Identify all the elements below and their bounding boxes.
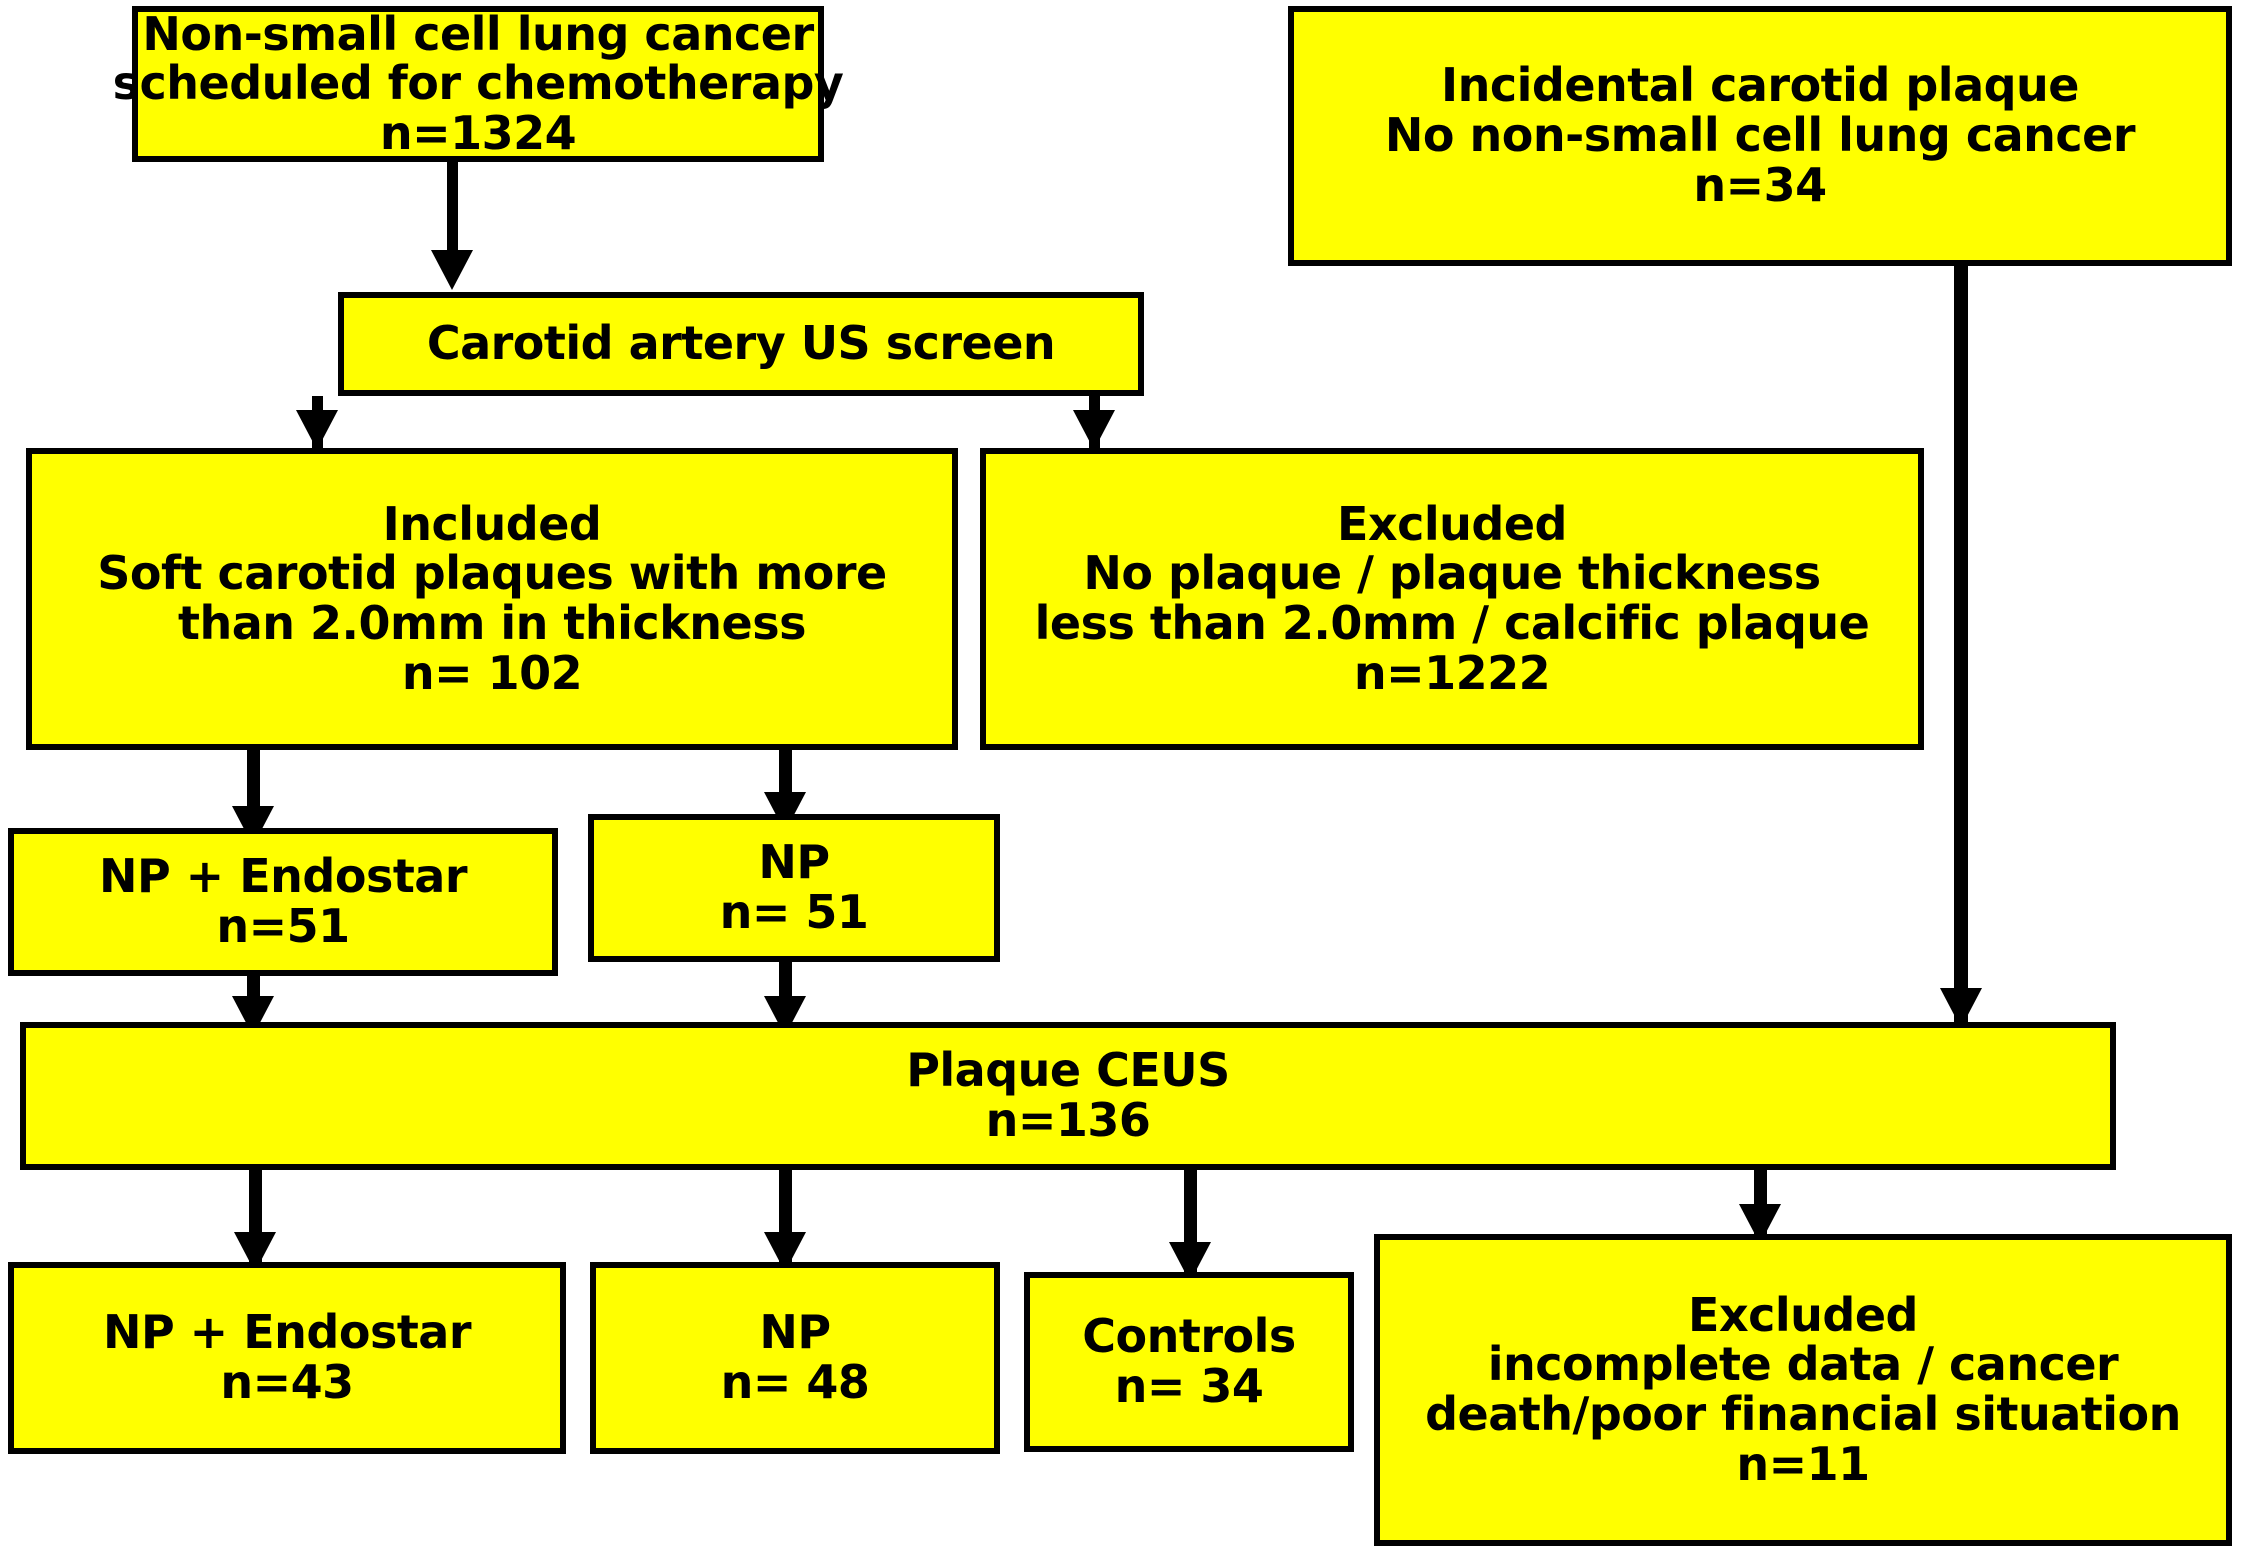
connector-incidental-to-ceus xyxy=(1954,266,1968,1028)
node-plaque-ceus: Plaque CEUS n=136 xyxy=(20,1022,2116,1170)
node-line: Soft carotid plaques with more xyxy=(97,546,887,601)
node-line: than 2.0mm in thickness xyxy=(177,596,807,650)
node-line: incomplete data / cancer xyxy=(1487,1337,2119,1392)
node-count: n= 34 xyxy=(1114,1359,1264,1413)
node-count: n=43 xyxy=(220,1355,354,1409)
node-np-endostar-51: NP + Endostar n=51 xyxy=(8,828,558,976)
node-count: n= 48 xyxy=(720,1355,870,1409)
node-count: n=1324 xyxy=(379,105,577,160)
node-line: NP xyxy=(759,1305,831,1360)
connector-nsclc-to-usscreen xyxy=(447,162,458,254)
node-line: Excluded xyxy=(1688,1287,1918,1342)
node-controls: Controls n= 34 xyxy=(1024,1272,1354,1452)
node-count: n= 102 xyxy=(401,645,583,700)
node-line: scheduled for chemotherapy xyxy=(112,56,844,111)
arrowhead-usscreen-to-included xyxy=(296,410,338,450)
node-count: n= 51 xyxy=(719,885,869,939)
node-line: Incidental carotid plaque xyxy=(1441,58,2080,113)
node-excluded-followup: Excluded incomplete data / cancer death/… xyxy=(1374,1234,2232,1546)
node-line: less than 2.0mm / calcific plaque xyxy=(1034,596,1870,650)
node-np-48: NP n= 48 xyxy=(590,1262,1000,1454)
node-line: Carotid artery US screen xyxy=(426,316,1056,371)
node-line: NP xyxy=(758,835,830,890)
node-line: No plaque / plaque thickness xyxy=(1083,546,1821,601)
node-excluded-screening: Excluded No plaque / plaque thickness le… xyxy=(980,448,1924,750)
node-count: n=136 xyxy=(985,1093,1151,1147)
node-line: Controls xyxy=(1082,1309,1296,1364)
node-np-endostar-43: NP + Endostar n=43 xyxy=(8,1262,566,1454)
node-line: Excluded xyxy=(1337,496,1567,551)
node-np-51: NP n= 51 xyxy=(588,814,1000,962)
node-count: n=1222 xyxy=(1353,645,1551,700)
node-carotid-artery-us-screen: Carotid artery US screen xyxy=(338,292,1144,396)
node-line: NP + Endostar xyxy=(102,1305,472,1360)
node-count: n=51 xyxy=(216,899,350,953)
node-line: death/poor financial situation xyxy=(1425,1387,2181,1441)
node-line: Non-small cell lung cancer xyxy=(142,6,814,61)
node-incidental-carotid-plaque: Incidental carotid plaque No non-small c… xyxy=(1288,6,2232,266)
node-count: n=11 xyxy=(1736,1436,1870,1491)
arrowhead-usscreen-to-excluded xyxy=(1073,410,1115,450)
node-line: NP + Endostar xyxy=(98,849,468,904)
arrowhead-incidental-to-ceus xyxy=(1940,988,1982,1028)
node-non-small-cell-lung-cancer: Non-small cell lung cancer scheduled for… xyxy=(113,6,844,162)
node-count: n=34 xyxy=(1693,157,1827,212)
node-included: Included Soft carotid plaques with more … xyxy=(26,448,958,750)
node-line: No non-small cell lung cancer xyxy=(1384,108,2136,163)
node-line: Included xyxy=(382,496,602,551)
node-line: Plaque CEUS xyxy=(906,1043,1230,1098)
arrowhead-nsclc-to-usscreen xyxy=(431,250,473,290)
